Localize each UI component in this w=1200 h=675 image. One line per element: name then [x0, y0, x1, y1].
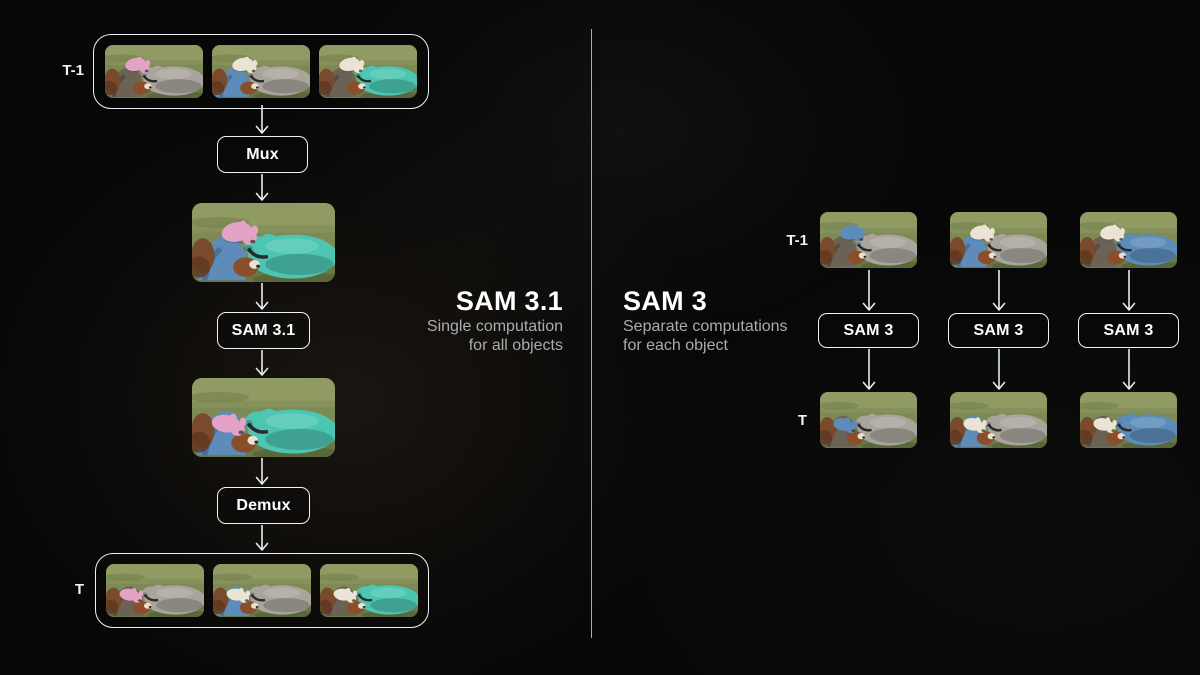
sam31-model-box: SAM 3.1	[217, 312, 310, 349]
frame-right-dog-masked	[319, 45, 417, 98]
arrow-down-icon	[861, 270, 877, 312]
sam3-subtitle-line1: Separate computations	[623, 318, 788, 335]
col1-sam3-box-label: SAM 3	[843, 321, 894, 339]
mux-box-label: Mux	[246, 145, 279, 163]
col2-sam3-box: SAM 3	[948, 313, 1049, 348]
arrow-down-icon	[991, 270, 1007, 312]
col1-output-frame	[820, 392, 917, 448]
sam31-subtitle-line1: Single computation	[426, 318, 563, 335]
col3-sam3-box: SAM 3	[1078, 313, 1179, 348]
col2-output-frame	[950, 392, 1047, 448]
sam3-heading: SAM 3	[623, 286, 708, 316]
frame-right-dog-masked	[320, 564, 418, 617]
frame-puppy-masked	[105, 45, 203, 98]
arrow-down-icon	[254, 283, 270, 311]
frame-left-dog-masked	[212, 45, 310, 98]
arrow-down-icon	[991, 349, 1007, 391]
output-frame-image	[192, 378, 335, 457]
arrow-down-icon	[861, 349, 877, 391]
input-frame-strip	[93, 34, 429, 109]
arrow-down-icon	[1121, 270, 1137, 312]
sam3-subtitle-line2: for each object	[623, 337, 728, 354]
col3-sam3-box-label: SAM 3	[1103, 321, 1154, 339]
sam31-heading-block: SAM 3.1 Single computation for all objec…	[343, 286, 563, 355]
col1-input-frame	[820, 212, 917, 268]
demux-box-label: Demux	[236, 496, 291, 514]
col3-input-frame	[1080, 212, 1177, 268]
frame-left-dog-masked	[213, 564, 311, 617]
col2-sam3-box-label: SAM 3	[973, 321, 1024, 339]
demux-box: Demux	[217, 487, 310, 524]
label-t-right: T	[797, 412, 807, 429]
label-t-minus-1-left: T-1	[62, 62, 84, 79]
arrow-down-icon	[254, 350, 270, 377]
frame-puppy-masked	[106, 564, 204, 617]
sam31-model-box-label: SAM 3.1	[231, 321, 296, 339]
arrow-down-icon	[254, 458, 270, 486]
sam31-heading: SAM 3.1	[455, 286, 563, 316]
arrow-down-icon	[254, 174, 270, 202]
col3-output-frame	[1080, 392, 1177, 448]
vertical-divider	[591, 29, 592, 638]
col2-input-frame	[950, 212, 1047, 268]
arrow-down-icon	[254, 525, 270, 552]
label-t-minus-1-right: T-1	[786, 232, 808, 249]
arrow-down-icon	[1121, 349, 1137, 391]
muxed-frame-image	[192, 203, 335, 282]
label-t-left: T	[74, 581, 84, 598]
arrow-down-icon	[254, 105, 270, 135]
output-frame-strip	[95, 553, 429, 628]
mux-box: Mux	[217, 136, 308, 173]
sam3-heading-block: SAM 3 Separate computations for each obj…	[623, 286, 853, 355]
sam31-subtitle-line2: for all objects	[468, 337, 563, 354]
col1-sam3-box: SAM 3	[818, 313, 919, 348]
